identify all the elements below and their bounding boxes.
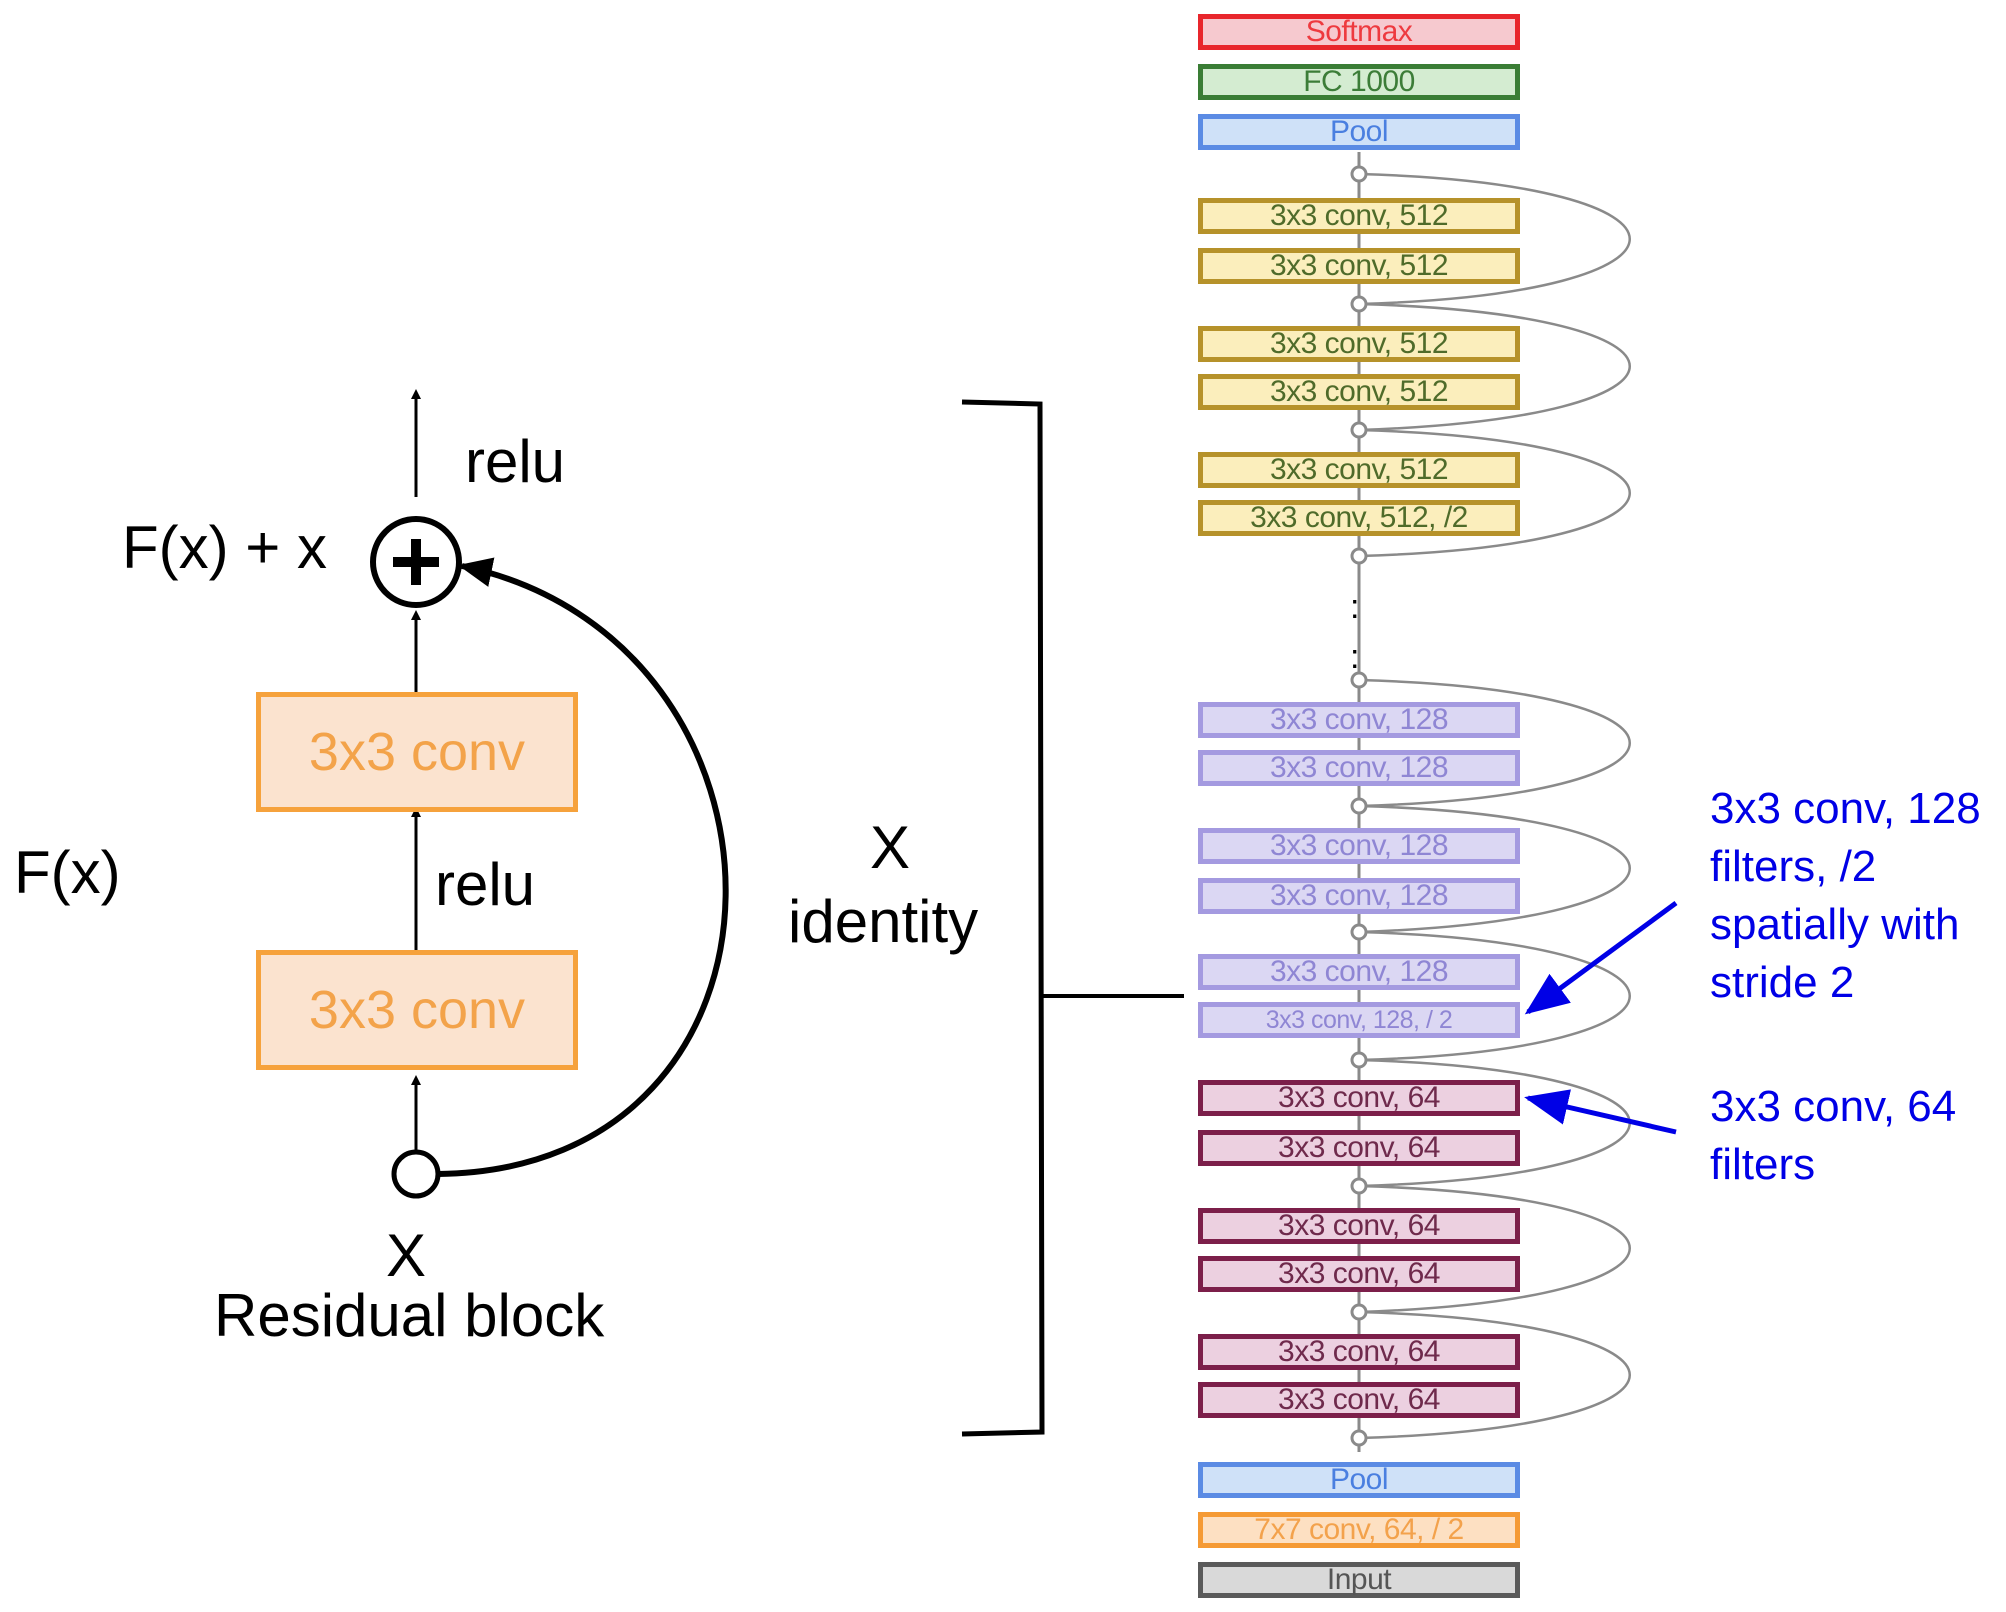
layer-conv128: 3x3 conv, 128 (1198, 702, 1520, 738)
layer-conv512: 3x3 conv, 512 (1198, 374, 1520, 410)
layer-conv128: 3x3 conv, 128 (1198, 828, 1520, 864)
input-x-label: X (386, 1222, 427, 1289)
layer-conv7x7: 7x7 conv, 64, / 2 (1198, 1512, 1520, 1548)
fx-label: F(x) (14, 839, 121, 906)
ellipsis: : (1350, 638, 1360, 676)
skip-x-label: X (870, 814, 911, 881)
skip-identity-label: identity (788, 888, 979, 955)
layer-pool-bottom: Pool (1198, 1462, 1520, 1498)
layer-pool-top: Pool (1198, 114, 1520, 150)
layer-conv512: 3x3 conv, 512 (1198, 198, 1520, 234)
layer-conv64: 3x3 conv, 64 (1198, 1256, 1520, 1292)
skip-connection-arc (437, 557, 729, 1177)
layer-conv128: 3x3 conv, 128 (1198, 878, 1520, 914)
layer-conv512-stride: 3x3 conv, 512, /2 (1198, 500, 1520, 536)
layer-conv512: 3x3 conv, 512 (1198, 248, 1520, 284)
conv-box-bottom: 3x3 conv (256, 950, 578, 1070)
layer-input: Input (1198, 1562, 1520, 1598)
middle-relu-label: relu (435, 851, 536, 918)
layer-conv64: 3x3 conv, 64 (1198, 1130, 1520, 1166)
layer-conv64: 3x3 conv, 64 (1198, 1334, 1520, 1370)
layer-conv128: 3x3 conv, 128 (1198, 750, 1520, 786)
sum-node (370, 516, 462, 608)
annotation-line: 3x3 conv, 128 (1710, 784, 1981, 833)
layer-conv512: 3x3 conv, 512 (1198, 452, 1520, 488)
annotation-line: 3x3 conv, 64 (1710, 1082, 1957, 1131)
layer-fc: FC 1000 (1198, 64, 1520, 100)
input-node (391, 1149, 441, 1199)
stack-skip-arcs (1358, 172, 1631, 1440)
layer-conv64: 3x3 conv, 64 (1198, 1382, 1520, 1418)
grouping-bracket (961, 399, 1045, 1437)
layer-conv64: 3x3 conv, 64 (1198, 1080, 1520, 1116)
annotation-line: stride 2 (1710, 958, 1855, 1007)
conv-box-top: 3x3 conv (256, 692, 578, 812)
annotation-line: filters (1710, 1140, 1816, 1189)
layer-conv512: 3x3 conv, 512 (1198, 326, 1520, 362)
layer-conv64: 3x3 conv, 64 (1198, 1208, 1520, 1244)
filters-annotation-arrow (1524, 1089, 1677, 1135)
layer-conv128: 3x3 conv, 128 (1198, 954, 1520, 990)
annotation-line: filters, /2 (1710, 842, 1877, 891)
sum-label: F(x) + x (122, 514, 327, 581)
annotation-line: spatially with (1710, 900, 1960, 949)
stack-junction-dots (1350, 165, 1368, 1447)
stride-annotation-arrow (1524, 900, 1678, 1015)
layer-softmax: Softmax (1198, 14, 1520, 50)
ellipsis: : (1350, 588, 1360, 626)
layer-conv128-stride: 3x3 conv, 128, / 2 (1198, 1002, 1520, 1038)
output-relu-label: relu (465, 428, 566, 495)
stride-annotation: 3x3 conv, 128 filters, /2 spatially with… (1710, 780, 1981, 1012)
filters-annotation: 3x3 conv, 64 filters (1710, 1078, 1956, 1194)
residual-block-caption: Residual block (214, 1282, 605, 1349)
